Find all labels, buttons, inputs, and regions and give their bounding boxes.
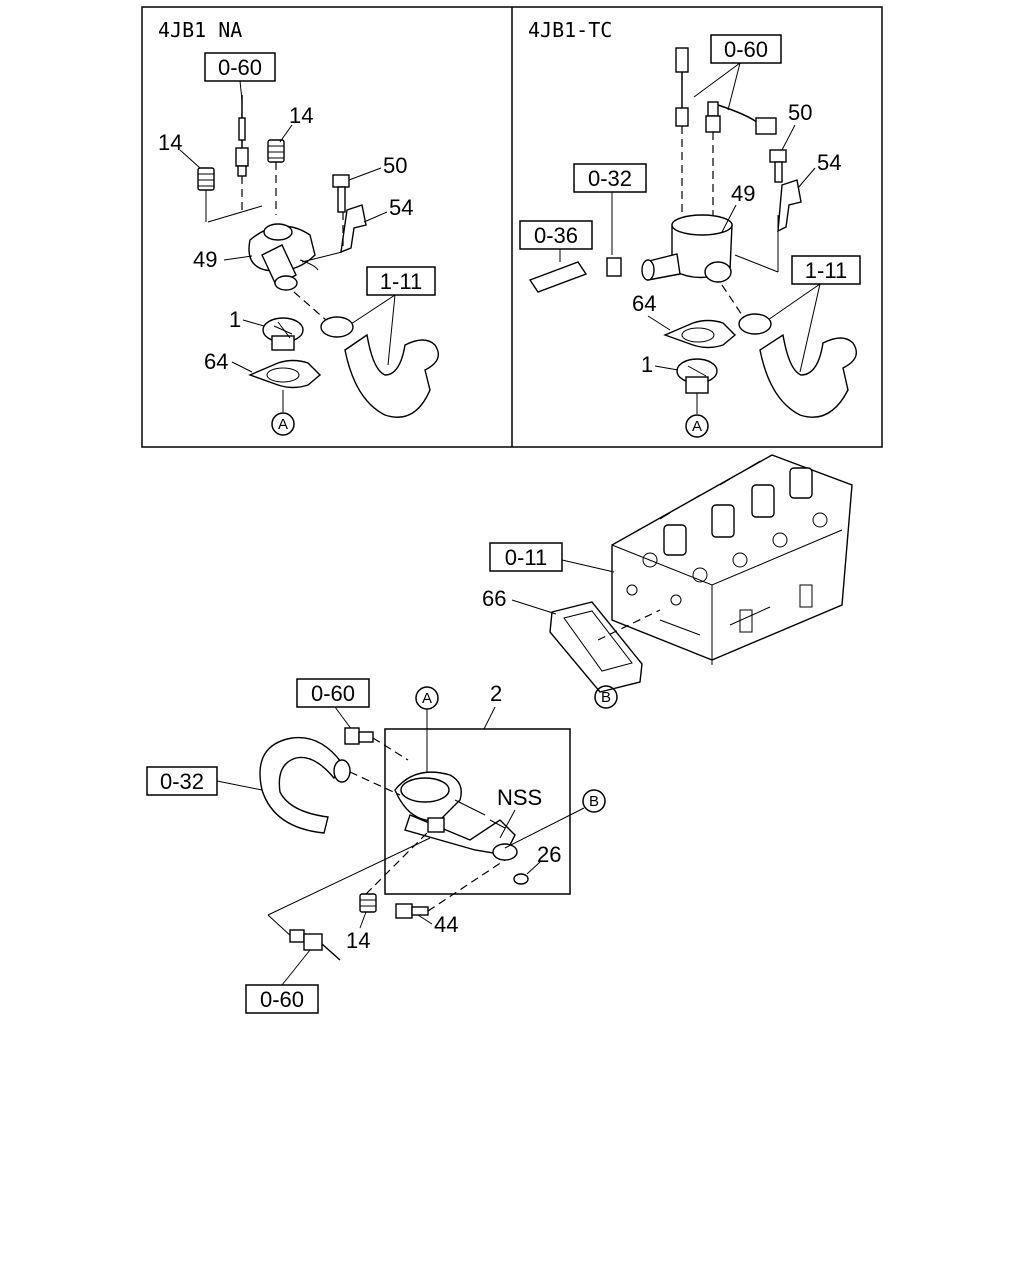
callout-50-tc: 50 <box>788 100 812 125</box>
ref-label-0-36-tc: 0-36 <box>534 223 578 248</box>
callout-66: 66 <box>482 586 506 611</box>
marker-a-tc-label: A <box>692 418 702 435</box>
bolt-50-na <box>332 174 350 188</box>
water-outlet-housing <box>394 771 518 861</box>
marker-a-na-label: A <box>278 416 288 433</box>
marker-b-main <box>582 789 606 813</box>
ref-label-0-60-main-top: 0-60 <box>311 681 355 706</box>
bolt-50-tc <box>769 149 787 163</box>
ref-box-0-60-tc <box>710 34 782 64</box>
bleed-screw-tc <box>606 257 622 277</box>
callout-64-tc: 64 <box>632 291 656 316</box>
ref-label-0-60: 0-60 <box>218 55 262 80</box>
marker-a-main-label: A <box>422 690 432 707</box>
hose-tc <box>759 333 857 418</box>
plug-14-a <box>197 167 215 191</box>
marker-a-na <box>271 412 295 436</box>
ref-label-1-11-tc: 1-11 <box>805 258 847 283</box>
callout-49-na: 49 <box>193 247 217 272</box>
callout-2: 2 <box>490 681 502 706</box>
callout-50-na: 50 <box>383 153 407 178</box>
ref-label-1-11-na: 1-11 <box>380 269 422 294</box>
sensor-na <box>238 117 246 141</box>
ref-label-0-11: 0-11 <box>505 545 547 570</box>
ref-label-0-32-main: 0-32 <box>160 769 204 794</box>
marker-b-main-label: B <box>589 793 599 810</box>
label-nss: NSS <box>497 785 542 810</box>
marker-b-gasket <box>594 685 618 709</box>
sensor-main-top <box>344 727 360 745</box>
callout-14-b: 14 <box>289 103 313 128</box>
bracket-54-tc <box>777 179 802 233</box>
ref-box-0-36-tc <box>519 220 593 250</box>
callout-26: 26 <box>537 842 561 867</box>
sensor-tc-b <box>707 101 719 117</box>
ref-label-0-60-tc: 0-60 <box>724 37 768 62</box>
ref-box-0-32-tc <box>573 163 647 193</box>
clamp-tc <box>738 313 772 335</box>
ref-box-1-11-tc <box>791 255 861 285</box>
panel-title-na: 4JB1 NA <box>158 18 242 42</box>
callout-44: 44 <box>434 912 458 937</box>
callout-64-na: 64 <box>204 349 228 374</box>
ref-box-1-11-na <box>366 266 436 296</box>
pipe-0-36 <box>528 261 588 293</box>
ref-label-0-60-main-bottom: 0-60 <box>260 987 304 1012</box>
marker-b-gasket-label: B <box>601 689 611 706</box>
hose-0-32 <box>259 736 345 834</box>
bolt-44 <box>395 903 413 919</box>
hose-na <box>344 333 439 418</box>
callout-54-na: 54 <box>389 195 413 220</box>
clamp-na <box>320 316 354 338</box>
callout-14-a: 14 <box>158 130 182 155</box>
callout-1-na: 1 <box>229 307 241 332</box>
callout-54-tc: 54 <box>817 150 841 175</box>
gasket-66 <box>549 601 643 693</box>
ref-label-0-32-tc: 0-32 <box>588 166 632 191</box>
callout-49-tc: 49 <box>731 181 755 206</box>
callout-1-tc: 1 <box>641 352 653 377</box>
sensor-main-bottom <box>289 929 305 943</box>
panel-title-tc: 4JB1-TC <box>528 18 612 42</box>
sensor-tc-a <box>675 47 689 73</box>
marker-a-tc <box>685 414 709 438</box>
gasket-64-na <box>248 359 322 389</box>
ref-box-0-60-main-top <box>296 678 370 708</box>
assembly-box-2 <box>384 728 571 895</box>
oring-26 <box>513 873 529 885</box>
cylinder-head <box>611 454 853 665</box>
gasket-64-tc <box>663 319 737 349</box>
plug-14-main <box>359 893 377 913</box>
callout-14-main: 14 <box>346 928 370 953</box>
plug-14-b <box>267 139 285 163</box>
ref-box-0-11 <box>489 542 563 572</box>
